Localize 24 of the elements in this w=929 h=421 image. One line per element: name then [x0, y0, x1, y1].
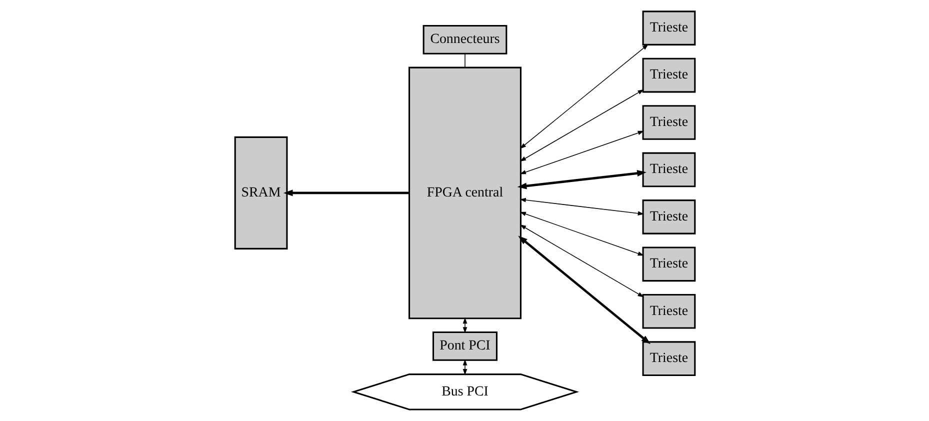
arrow: [462, 359, 467, 376]
node-box: FPGA central: [408, 66, 521, 320]
node-box: Trieste: [642, 200, 696, 234]
arrow: [519, 224, 644, 298]
arrow: [519, 130, 644, 174]
node-box: Pont PCI: [432, 332, 498, 361]
arrow: [519, 89, 644, 162]
arrow: [462, 317, 467, 334]
node-box: Trieste: [642, 10, 696, 46]
connector: [464, 53, 465, 68]
arrow: [519, 198, 644, 216]
node-box: Trieste: [642, 58, 696, 93]
node-box: Trieste: [642, 246, 696, 282]
arrow: [282, 190, 408, 196]
node-box: Connecteurs: [422, 24, 507, 54]
node-box: Trieste: [642, 152, 696, 188]
node-box: SRAM: [234, 136, 288, 250]
arrow: [518, 236, 650, 344]
node-box: Trieste: [642, 105, 696, 140]
arrow: [519, 44, 648, 149]
node-box: Trieste: [642, 294, 696, 329]
arrow: [519, 212, 644, 256]
node-box: Trieste: [642, 341, 696, 376]
arrow: [516, 170, 646, 190]
